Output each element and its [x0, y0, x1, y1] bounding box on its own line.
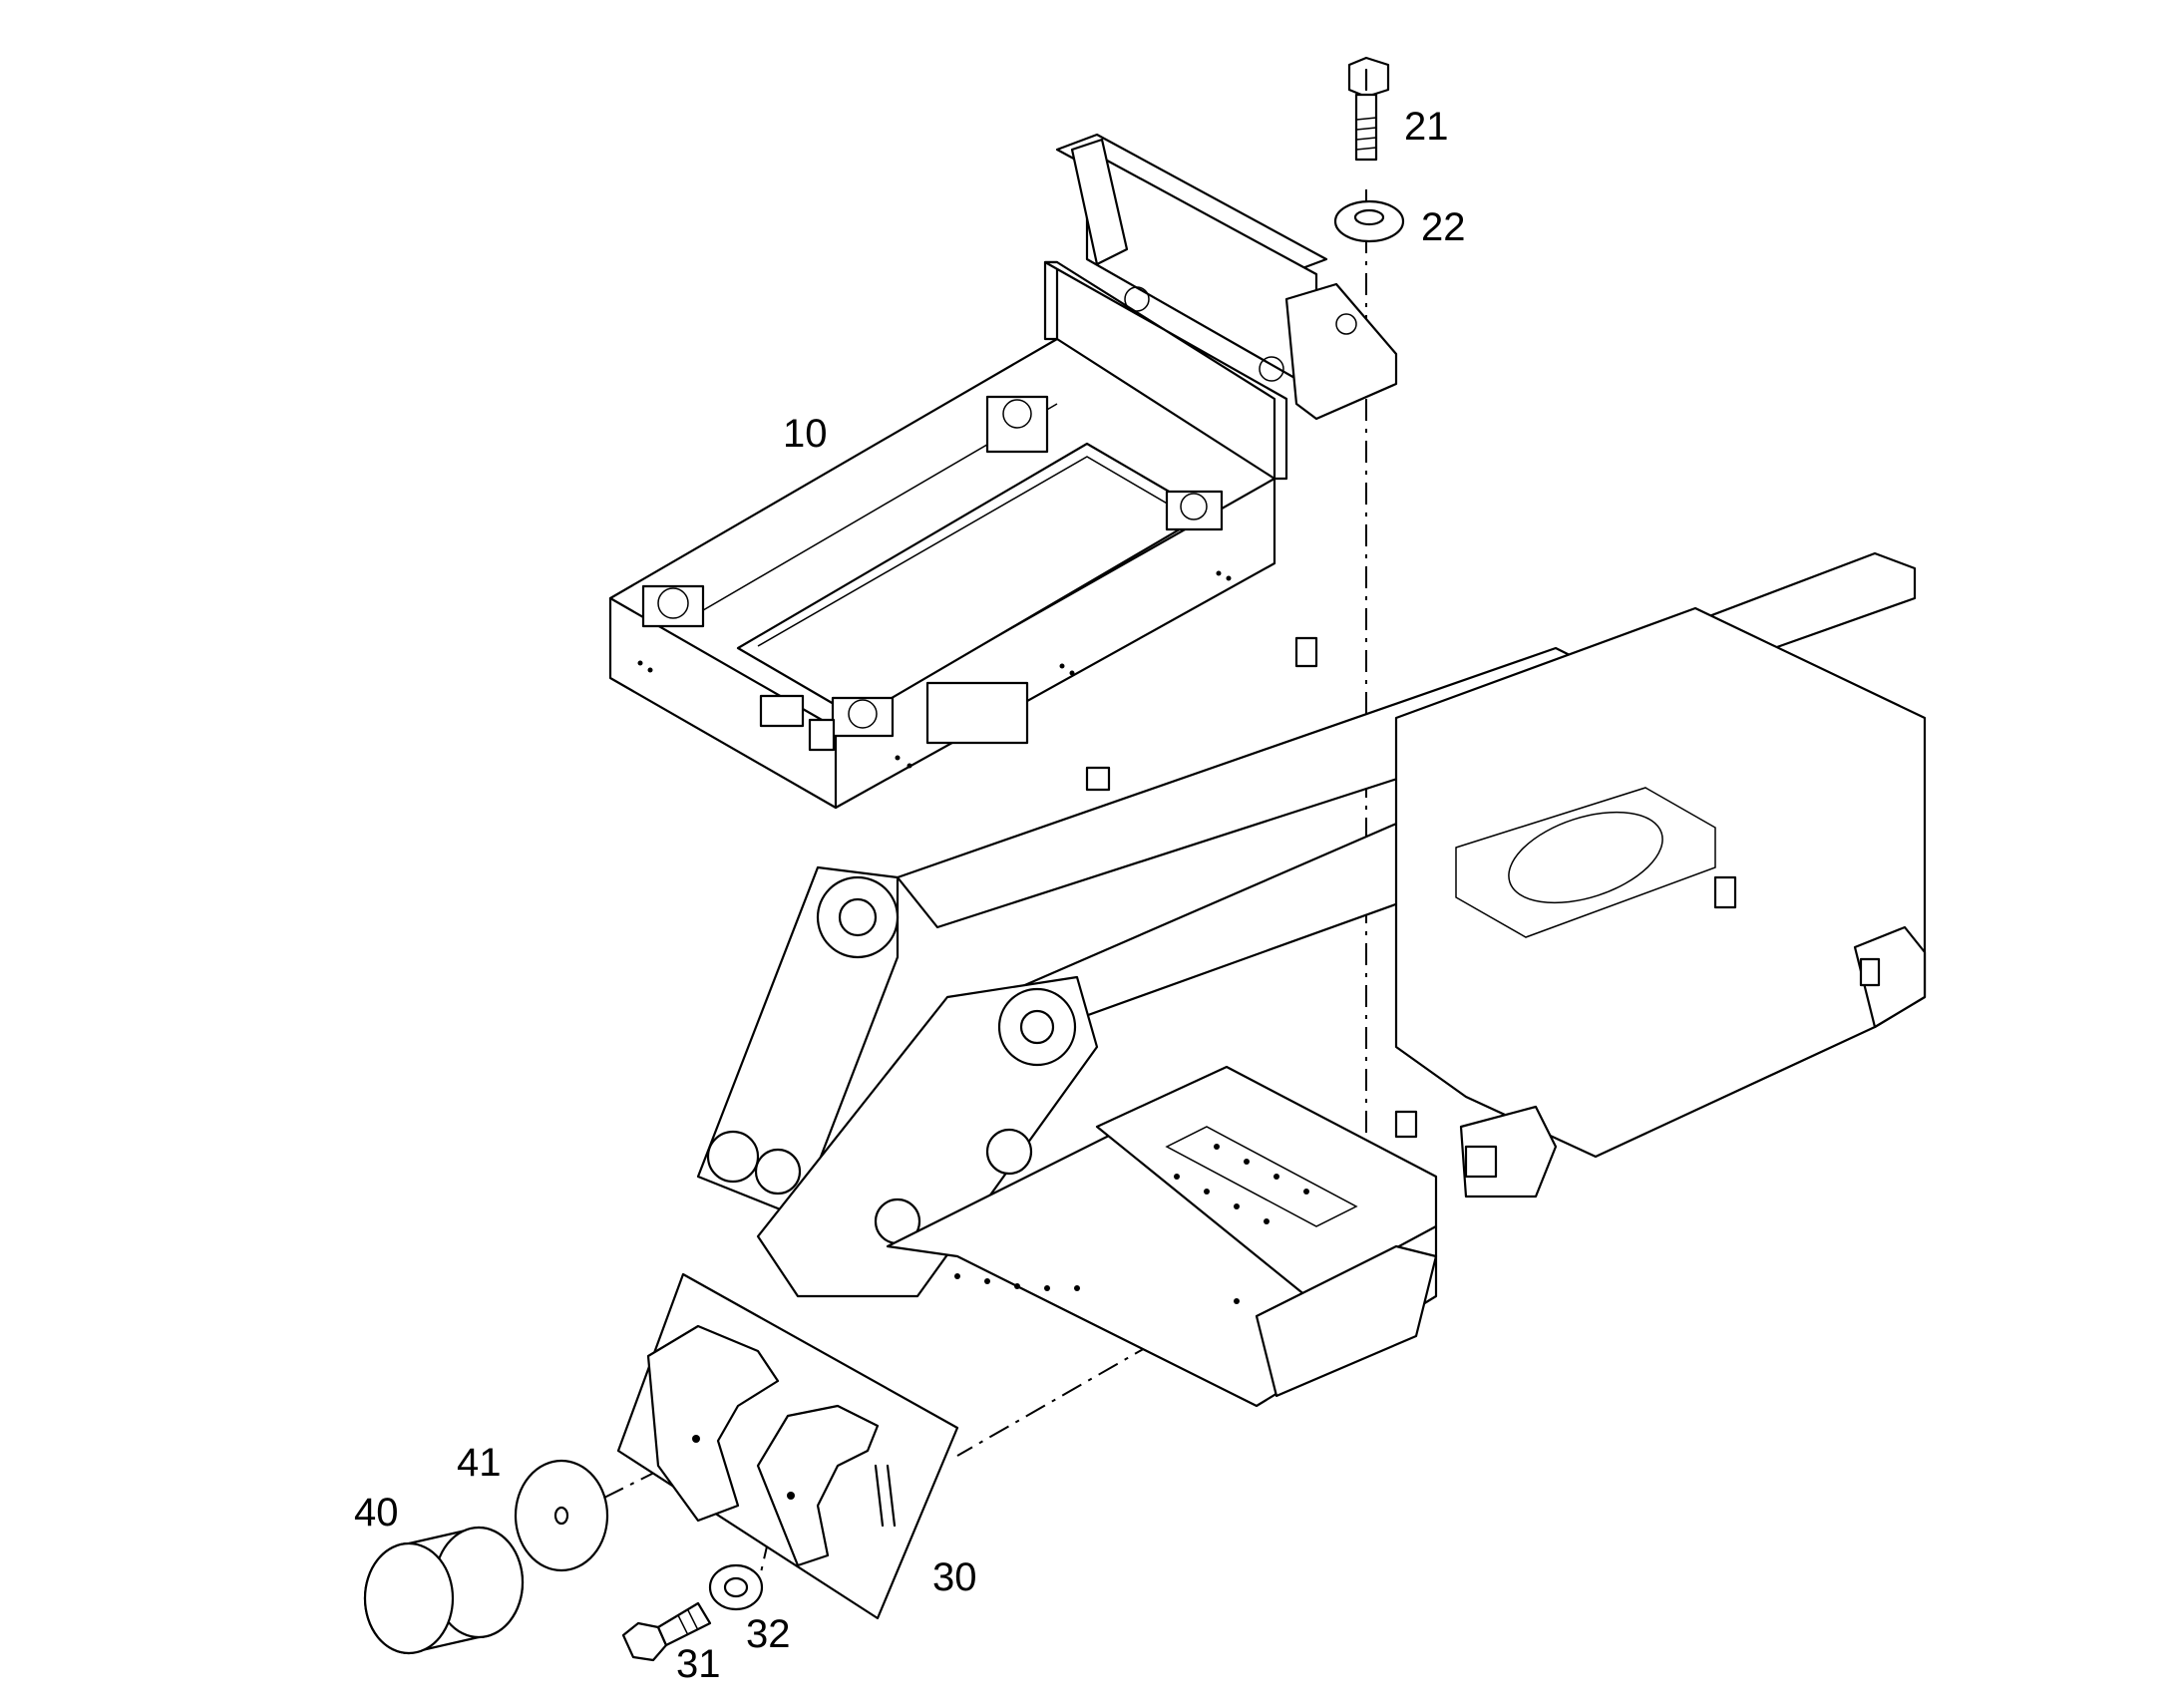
callout-41: 41: [457, 1441, 502, 1485]
callout-31: 31: [676, 1642, 721, 1686]
callout-30: 30: [932, 1555, 977, 1599]
callout-40: 40: [354, 1491, 399, 1535]
part-10-frame: [608, 133, 1398, 810]
main-chassis: [696, 551, 1927, 1408]
part-31-bolt: [621, 1601, 712, 1662]
callouts: 10 21 22 30 31 32 40 41: [354, 105, 1466, 1686]
callout-10: 10: [783, 412, 828, 456]
part-32-washer: [708, 1563, 764, 1611]
part-41-washer: [514, 1459, 609, 1572]
part-21-bolt: [1347, 56, 1390, 162]
callout-32: 32: [746, 1612, 791, 1656]
part-30-plate: [616, 1272, 959, 1620]
part-40-cap: [363, 1526, 525, 1655]
callout-21: 21: [1404, 105, 1449, 149]
part-22-washer: [1333, 199, 1405, 243]
callout-22: 22: [1421, 205, 1466, 249]
